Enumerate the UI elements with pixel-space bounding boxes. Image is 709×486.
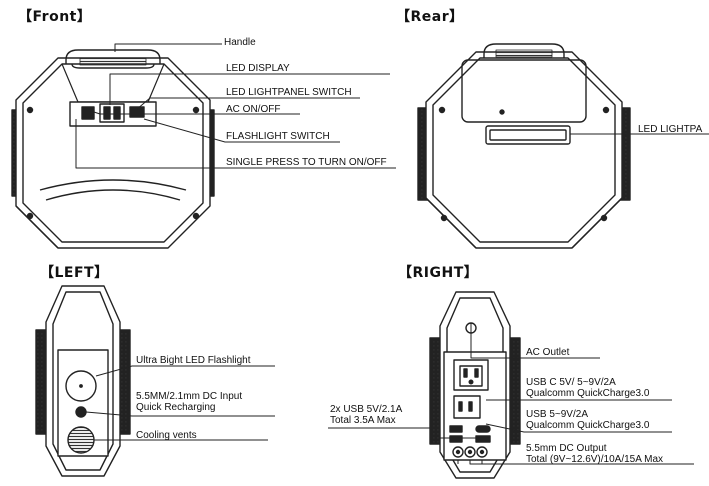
right-leader-lines: [328, 323, 694, 465]
label-usb: USB 5~9V/2A Qualcomm QuickCharge3.0: [526, 409, 649, 431]
label-led-flashlight: Ultra Bight LED Flashlight: [136, 355, 251, 366]
label-dc-output-line2: Total (9V~12.6V)/10A/15A Max: [526, 454, 664, 465]
label-usb-line2: Qualcomm QuickCharge3.0: [526, 420, 650, 431]
label-dc-input-line2: Quick Recharging: [136, 402, 216, 413]
label-usb-c: USB C 5V/ 5~9V/2A Qualcomm QuickCharge3.…: [526, 377, 649, 399]
label-usb-2x-line1: 2x USB 5V/2.1A: [330, 404, 403, 415]
label-usb-2x: 2x USB 5V/2.1A Total 3.5A Max: [330, 404, 402, 426]
label-ac-outlet: AC Outlet: [526, 347, 570, 358]
right-unit: [429, 291, 521, 479]
left-leader-lines: [85, 365, 275, 441]
label-led-lightpanel-switch: LED LIGHTPANEL SWITCH: [226, 87, 352, 98]
label-dc-output-line1: 5.5mm DC Output: [526, 443, 607, 454]
label-led-lightpanel: LED LIGHTPA: [638, 124, 703, 135]
left-title: 【LEFT】: [40, 265, 109, 281]
label-usb-2x-line2: Total 3.5A Max: [330, 415, 396, 426]
right-title: 【RIGHT】: [398, 265, 479, 281]
label-dc-input: 5.5MM/2.1mm DC Input Quick Recharging: [136, 391, 242, 413]
front-leader-lines: [75, 43, 396, 169]
label-cooling-vents: Cooling vents: [136, 430, 197, 441]
left-unit: [35, 285, 131, 477]
label-usb-line1: USB 5~9V/2A: [526, 409, 588, 420]
front-title: 【Front】: [18, 9, 92, 25]
label-led-display: LED DISPLAY: [226, 63, 290, 74]
front-unit: [11, 49, 215, 249]
rear-title: 【Rear】: [396, 9, 464, 25]
label-dc-output: 5.5mm DC Output Total (9V~12.6V)/10A/15A…: [526, 443, 663, 465]
label-single-press: SINGLE PRESS TO TURN ON/OFF: [226, 157, 387, 168]
rear-unit: [417, 43, 631, 249]
label-handle: Handle: [224, 37, 256, 48]
label-ac-on-off: AC ON/OFF: [226, 104, 281, 115]
label-dc-input-line1: 5.5MM/2.1mm DC Input: [136, 391, 243, 402]
label-flashlight-switch: FLASHLIGHT SWITCH: [226, 131, 330, 142]
label-usb-c-line1: USB C 5V/ 5~9V/2A: [526, 377, 616, 388]
label-usb-c-line2: Qualcomm QuickCharge3.0: [526, 388, 650, 399]
